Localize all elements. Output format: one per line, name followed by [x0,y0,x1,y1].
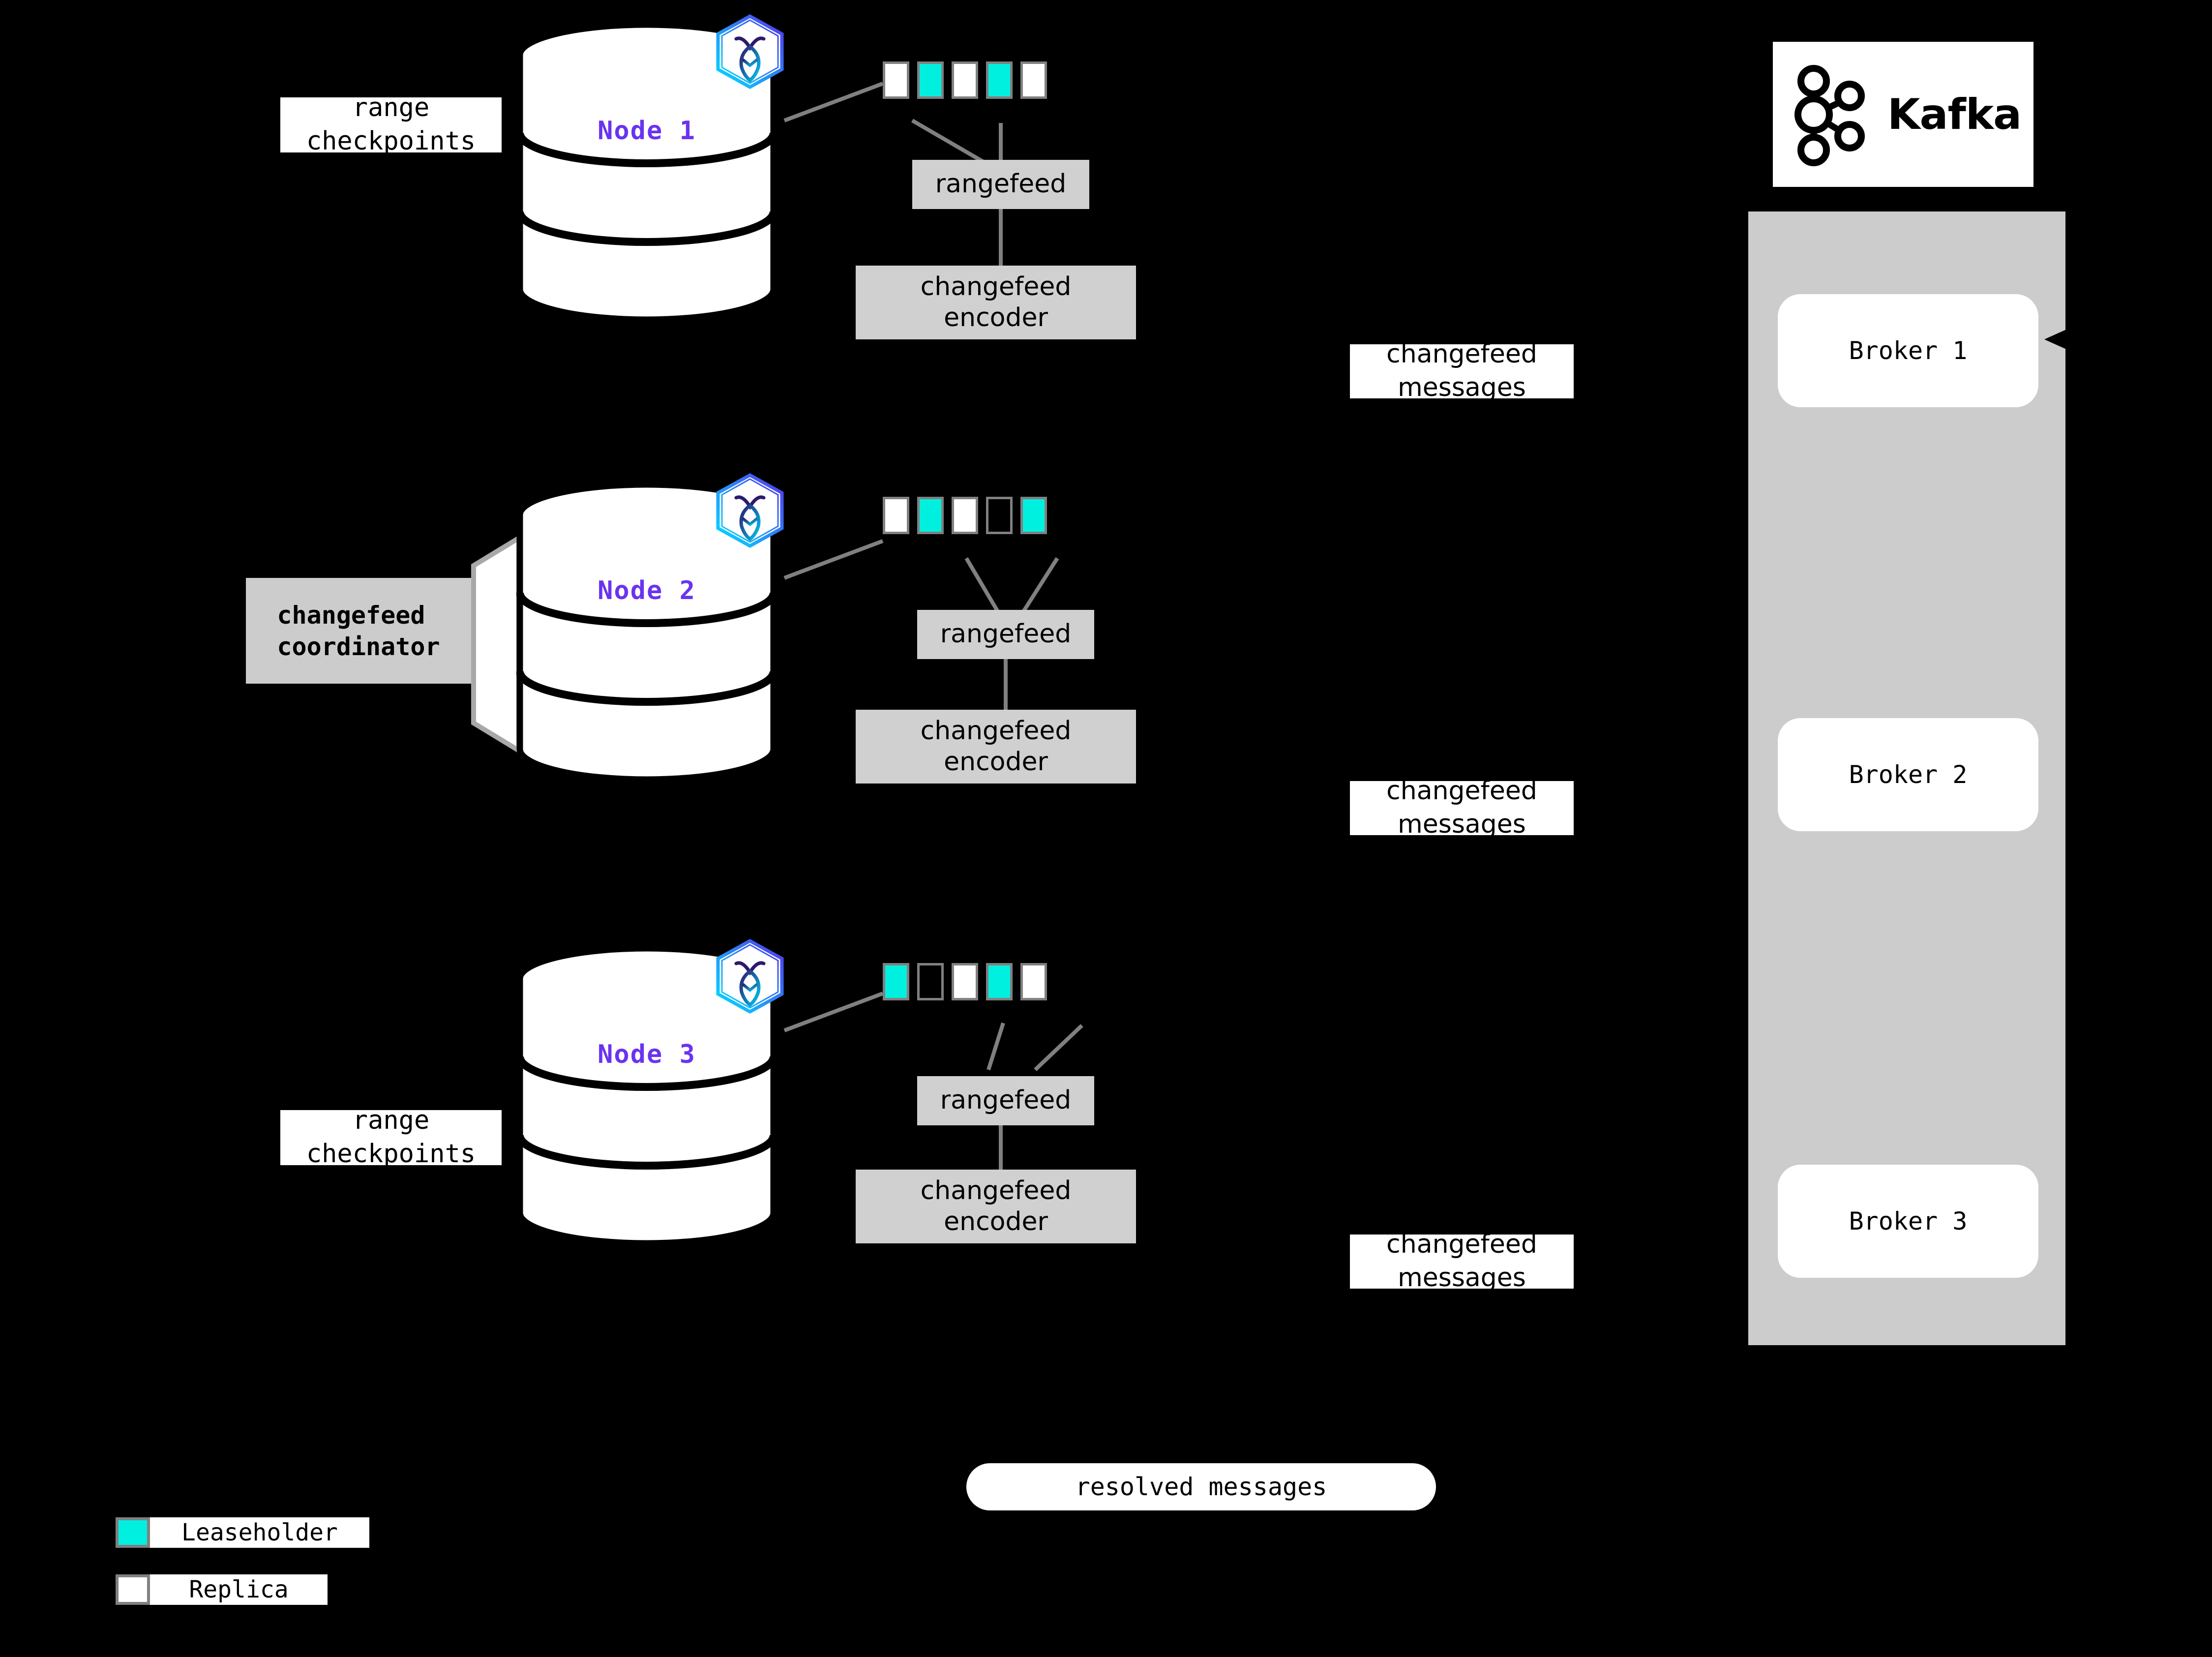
legend: Leaseholder Replica [116,1517,369,1605]
range-square[interactable] [917,497,944,534]
changefeed-encoder-label: changefeed encoder [920,716,1072,777]
range-square[interactable] [952,61,978,99]
cockroachdb-hexagon-icon [713,12,787,91]
node-1-rangefeed-box[interactable]: rangefeed [912,160,1089,209]
broker-2-box[interactable]: Broker 2 [1778,718,2038,831]
range-square[interactable] [883,963,909,1000]
legend-item-replica: Replica [116,1574,369,1605]
range-square[interactable] [883,497,909,534]
range-square[interactable] [1020,963,1047,1000]
node-3-label: Node 3 [598,1040,696,1069]
changefeed-encoder-label: changefeed encoder [920,271,1072,332]
kafka-wordmark: Kafka [1887,90,2022,139]
rangefeed-label: rangefeed [940,619,1072,649]
legend-swatch-leaseholder [116,1517,150,1548]
changefeed-messages-text: changefeed messages [1386,344,1537,398]
node-1-changefeed-encoder-box[interactable]: changefeed encoder [856,266,1136,339]
cockroachdb-hexagon-icon [713,471,787,550]
range-checkpoints-text: range checkpoints [306,1110,476,1165]
node-1-cylinder: Node 1 [516,20,777,325]
node-1-range-checkpoints-label: range checkpoints [280,97,502,152]
range-square[interactable] [986,497,1013,534]
changefeed-messages-text: changefeed messages [1386,1235,1537,1289]
node-1-range-row [883,61,1047,99]
kafka-inbound-arrow-icon [2044,327,2073,352]
rangefeed-label: rangefeed [935,169,1067,199]
node-3-cylinder: Node 3 [516,943,777,1248]
node-1-label: Node 1 [598,116,696,146]
node-2-range-row [883,497,1047,534]
node-1-changefeed-messages-label: changefeed messages [1350,344,1574,398]
range-square[interactable] [986,963,1013,1000]
cockroachdb-hexagon-icon [713,937,787,1016]
broker-label: Broker 2 [1849,760,1968,789]
legend-label-replica: Replica [150,1574,328,1605]
range-square[interactable] [917,963,944,1000]
node-2-changefeed-messages-label: changefeed messages [1350,781,1574,835]
node-2-cylinder: Node 2 [516,480,777,784]
legend-swatch-replica [116,1574,150,1605]
range-checkpoints-text: range checkpoints [306,97,476,152]
broker-label: Broker 3 [1849,1207,1968,1235]
kafka-nodegraph-icon [1794,65,1865,166]
resolved-messages-pill[interactable]: resolved messages [966,1463,1436,1510]
legend-item-leaseholder: Leaseholder [116,1517,369,1548]
broker-label: Broker 1 [1849,336,1968,365]
range-square[interactable] [952,963,978,1000]
node-3-rangefeed-box[interactable]: rangefeed [917,1076,1094,1125]
node-3-range-checkpoints-label: range checkpoints [280,1110,502,1165]
node-3-changefeed-encoder-box[interactable]: changefeed encoder [856,1170,1136,1243]
node-2-changefeed-encoder-box[interactable]: changefeed encoder [856,710,1136,783]
broker-1-box[interactable]: Broker 1 [1778,294,2038,407]
resolved-messages-label: resolved messages [1075,1473,1327,1501]
broker-3-box[interactable]: Broker 3 [1778,1165,2038,1278]
kafka-logo: Kafka [1773,42,2033,187]
changefeed-coordinator-label: changefeed coordinator [277,601,440,661]
range-square[interactable] [917,61,944,99]
legend-label-leaseholder: Leaseholder [150,1517,369,1548]
node-2-rangefeed-box[interactable]: rangefeed [917,610,1094,659]
changefeed-coordinator-box[interactable]: changefeed coordinator [246,578,471,684]
range-square[interactable] [986,61,1013,99]
range-square[interactable] [883,61,909,99]
changefeed-messages-text: changefeed messages [1386,781,1537,835]
node-3-range-row [883,963,1047,1000]
node-3-changefeed-messages-label: changefeed messages [1350,1235,1574,1289]
node-2-label: Node 2 [598,576,696,605]
range-square[interactable] [1020,497,1047,534]
range-square[interactable] [952,497,978,534]
changefeed-encoder-label: changefeed encoder [920,1175,1072,1236]
rangefeed-label: rangefeed [940,1085,1072,1115]
range-square[interactable] [1020,61,1047,99]
